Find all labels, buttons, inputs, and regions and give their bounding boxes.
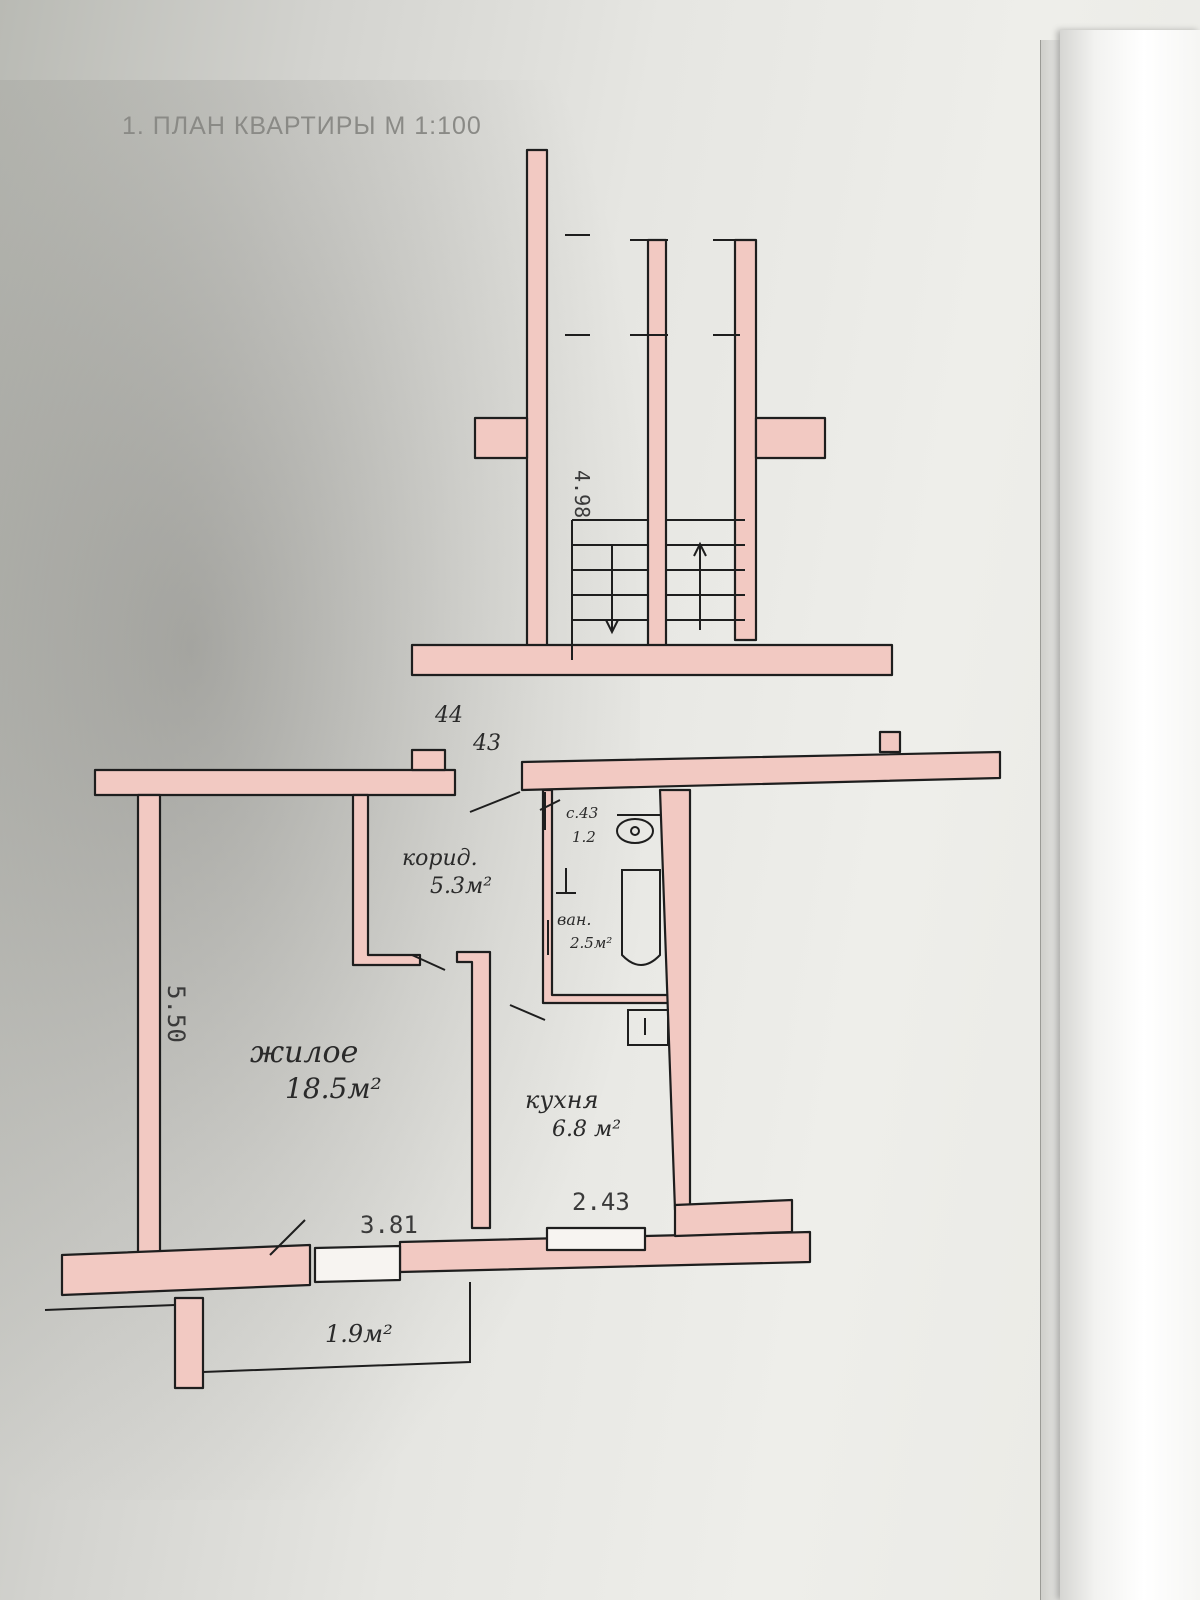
landing-bottom-wall (410, 643, 894, 677)
living-left-wall (136, 793, 162, 1257)
stair-arrow-down (605, 545, 619, 635)
door-label-43: 43 (472, 731, 501, 756)
landing-stub-left (473, 416, 529, 460)
stove (627, 1009, 669, 1046)
kitchen-name: кухня (525, 1086, 599, 1114)
kitchen-area: 6.8 м² (552, 1117, 621, 1142)
living-name: жилое (250, 1035, 358, 1070)
toilet-fixture (616, 818, 654, 844)
balcony-outline (202, 1282, 471, 1373)
stair-treads-left (572, 519, 648, 646)
toilet-door (539, 792, 561, 830)
page-edge (1040, 40, 1063, 1600)
corridor-name: корид. (402, 846, 478, 871)
top-wall-left (93, 768, 457, 797)
next-page (1060, 30, 1200, 1600)
top-wall-right (520, 750, 1002, 792)
stair-treads-right (666, 519, 745, 621)
door-jamb (410, 748, 447, 772)
corridor-area: 5.3м² (430, 874, 492, 899)
bottom-wall-left (60, 1243, 312, 1297)
corridor-door-swing (411, 954, 446, 971)
balcony-door-swing (269, 1219, 306, 1256)
stair-left-wall (525, 148, 549, 662)
walls (60, 148, 1002, 1390)
toilet-area: 1.2 (572, 828, 596, 846)
stair-arrow-up (693, 541, 707, 630)
balcony-area: 1.9м² (325, 1320, 393, 1348)
stair-hatch (565, 234, 740, 336)
kitchen-door-swing (509, 1004, 546, 1021)
window-living (313, 1244, 402, 1284)
bathroom-area: 2.5м² (569, 934, 612, 952)
kitchen-partition (455, 950, 492, 1230)
bathroom-name: ван. (557, 910, 591, 929)
kitchen-width-dimension: 2.43 (572, 1188, 630, 1216)
bottom-wall-far (673, 1198, 794, 1238)
landing-stub-right (754, 416, 827, 460)
living-width-dimension: 3.81 (360, 1211, 418, 1239)
sink (556, 868, 576, 894)
bathtub (621, 869, 661, 966)
window-kitchen (545, 1226, 647, 1252)
door-label-44: 44 (434, 703, 463, 728)
balcony-outer (44, 1304, 176, 1311)
bath-partition (541, 788, 670, 1005)
balcony-post (173, 1296, 205, 1390)
stair-right-wall (733, 238, 758, 642)
toilet-name: с.43 (566, 804, 598, 822)
stair-dimension: 4.98 (570, 470, 594, 518)
entry-door-swing (469, 791, 521, 813)
plan-heading: 1. ПЛАН КВАРТИРЫ М 1:100 (122, 112, 482, 140)
stair-divider (646, 238, 668, 662)
living-length-dimension: 5.50 (162, 985, 190, 1043)
linework (44, 234, 745, 1373)
living-area: 18.5м² (285, 1072, 382, 1105)
door-jamb-right (878, 730, 902, 754)
corridor-partition (351, 793, 422, 967)
